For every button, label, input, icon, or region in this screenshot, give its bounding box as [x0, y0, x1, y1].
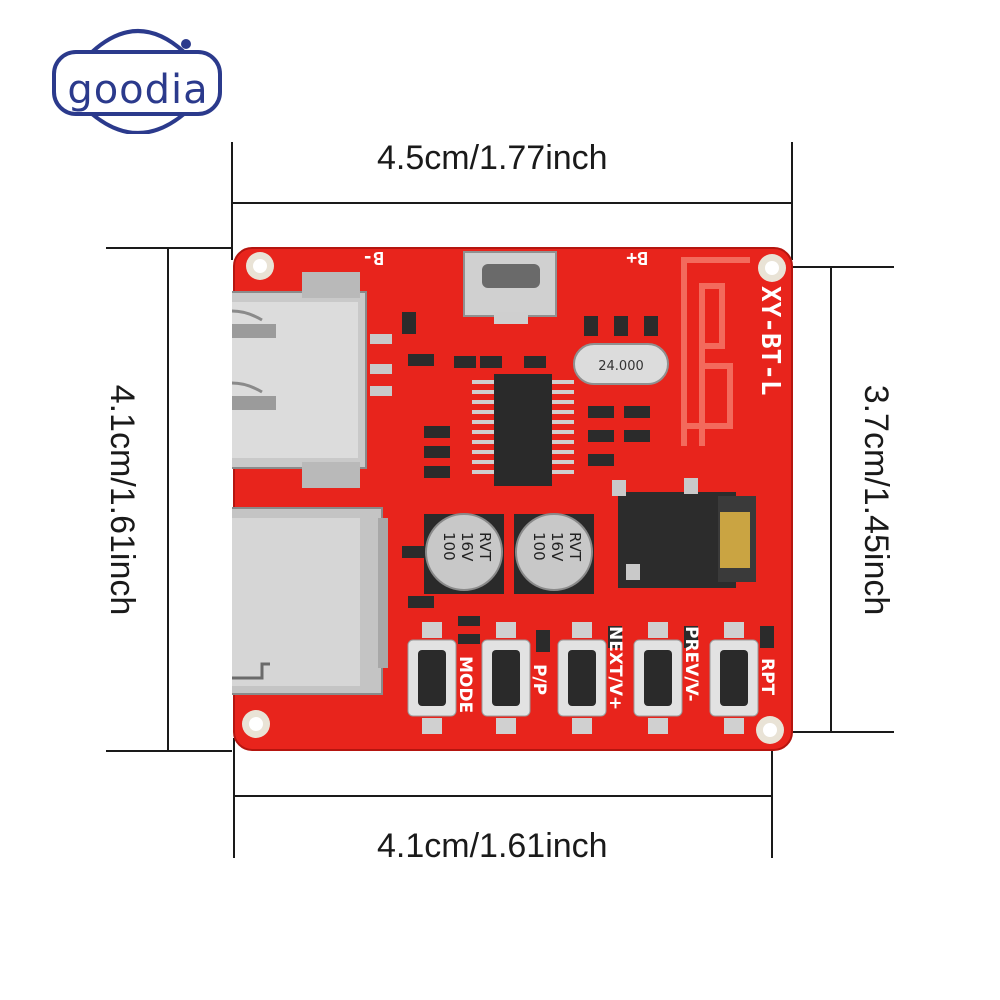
logo-emblem-icon [52, 29, 222, 135]
capacitor-2-text-1: 100 [530, 532, 548, 561]
bluetooth-audio-board: B- B+ XY-BT-L 24.000 [181, 246, 794, 752]
play-pause-button-label: P/P [529, 664, 549, 695]
audio-jack-icon [612, 478, 756, 588]
play-pause-button-icon [481, 622, 531, 734]
pcb-antenna-icon [681, 257, 750, 446]
left-dim-line [167, 248, 169, 751]
bluetooth-chip-icon [472, 374, 574, 486]
right-dim-line [830, 267, 832, 732]
repeat-button-icon [709, 622, 759, 734]
mounting-hole-icon [242, 252, 786, 744]
prev-button-icon [633, 622, 683, 734]
top-dim-tick-right [791, 142, 793, 260]
right-dim-tick-top [776, 266, 894, 268]
top-width-label: 4.5cm/1.77inch [377, 139, 608, 177]
crystal-label: 24.000 [598, 359, 644, 374]
right-dim-tick-bottom [776, 731, 894, 733]
right-height-label: 3.7cm/1.45inch [857, 384, 895, 616]
tactile-buttons [407, 622, 759, 734]
smd-components [402, 312, 774, 652]
next-button-icon [557, 622, 607, 734]
left-dim-tick-top [106, 247, 232, 249]
left-height-label: 4.1cm/1.61inch [103, 384, 141, 616]
microsd-slot-icon [201, 507, 388, 695]
mode-button-label: MODE [455, 656, 475, 713]
mode-button-icon [407, 622, 457, 734]
model-label: XY-BT-L [755, 286, 785, 396]
b-plus-label: B+ [626, 247, 648, 268]
logo-text: goodia [67, 67, 209, 113]
repeat-button-label: RPT [757, 658, 777, 696]
capacitor-1-text-1: 100 [440, 532, 458, 561]
capacitor-icon [424, 513, 594, 594]
bottom-width-label: 4.1cm/1.61inch [377, 827, 608, 865]
bottom-dim-tick-right [771, 738, 773, 858]
pcb-illustration: B- B+ XY-BT-L 24.000 [181, 247, 793, 751]
bottom-dim-line [234, 795, 772, 797]
top-dim-tick-left [231, 142, 233, 260]
capacitor-2-text-2: 16V [548, 532, 566, 562]
next-button-label: NEXT/V+ [605, 626, 625, 710]
brand-logo: goodia [52, 22, 224, 135]
b-minus-label: B- [362, 247, 384, 268]
capacitor-1-text-3: RVT [476, 532, 494, 562]
top-dim-line [232, 202, 792, 204]
bottom-dim-tick-left [233, 738, 235, 858]
micro-usb-port-icon [463, 251, 557, 324]
prev-button-label: PREV/V- [681, 626, 701, 702]
capacitor-2-text-3: RVT [566, 532, 584, 562]
crystal-oscillator-icon: 24.000 [573, 343, 669, 385]
left-dim-tick-bottom [106, 750, 232, 752]
capacitor-1-text-2: 16V [458, 532, 476, 562]
